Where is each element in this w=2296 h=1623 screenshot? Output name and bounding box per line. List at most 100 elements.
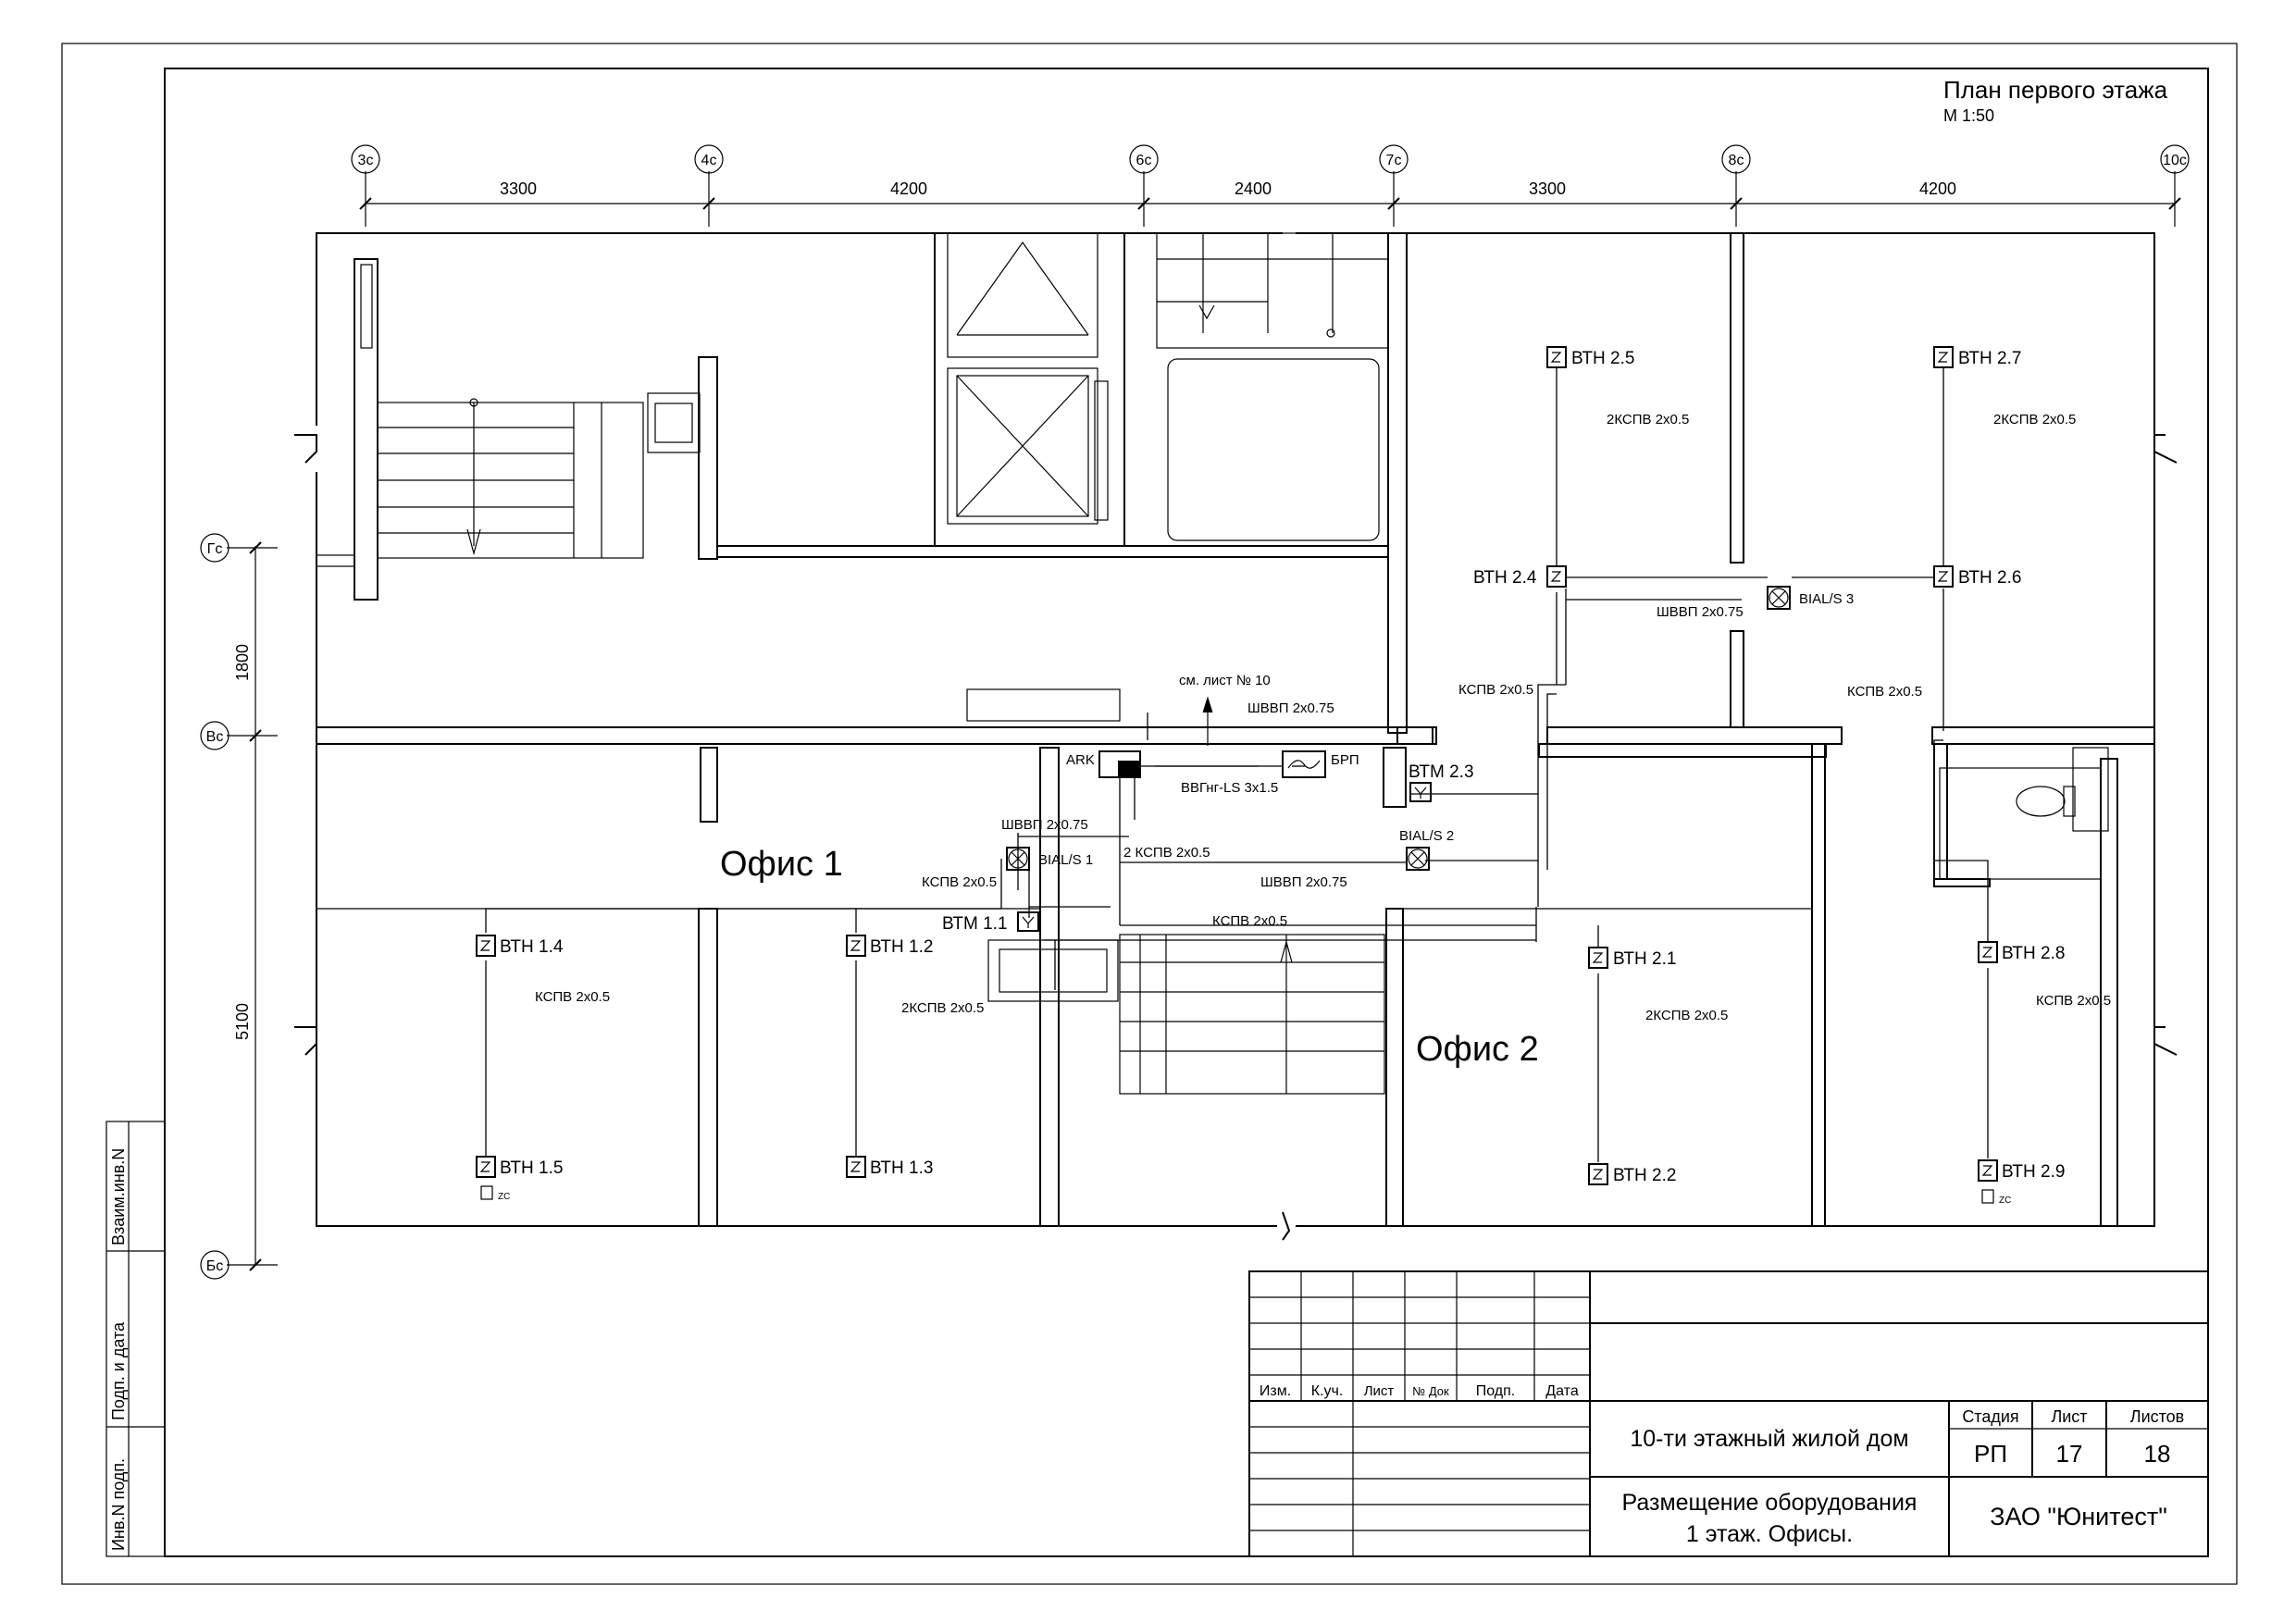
device-label: ВТН 2.1 [1613, 949, 1676, 969]
dimension-label: 4200 [890, 180, 927, 198]
device-label: ВТН 2.4 [1473, 568, 1537, 588]
cable-routes [485, 368, 1989, 1162]
cable-label: 2КСПВ 2х0.5 [1607, 412, 1689, 427]
axis-label: Гс [207, 541, 223, 557]
stamp-header: Изм. [1260, 1383, 1291, 1399]
stamp-header: Подп. [1476, 1383, 1516, 1399]
bial-icon [1006, 847, 1030, 871]
cable-label: КСПВ 2х0.5 [2036, 993, 2111, 1009]
cable-label: ШВВП 2х0.75 [1001, 817, 1088, 833]
device-label: ВТН 1.2 [870, 937, 933, 957]
inner-frame [164, 68, 2209, 1557]
cable-labels: 2КСПВ 2х0.5 2КСПВ 2х0.5 ШВВП 2х0.75 КСПВ… [535, 412, 2111, 1023]
vtn-detector [1546, 565, 1567, 588]
cable-label: ШВВП 2х0.75 [1657, 604, 1744, 620]
device-label: ВТН 2.8 [2002, 944, 2065, 963]
vtn-detector [1546, 346, 1567, 368]
stamp-company: ЗАО "Юнитест" [1990, 1503, 2167, 1530]
stamp-header: К.уч. [1311, 1383, 1344, 1399]
stamp-stage-label: Стадия [1962, 1407, 2018, 1426]
cable-label: КСПВ 2х0.5 [1212, 913, 1287, 929]
device-label: ВТН 2.9 [2002, 1162, 2065, 1182]
vtn-detector [846, 935, 866, 957]
building-walls [294, 232, 2178, 1241]
axis-label: 6с [1136, 153, 1152, 168]
bial-icon [1767, 586, 1791, 610]
stamp-project: 10-ти этажный жилой дом [1630, 1426, 1908, 1452]
device-label: БРП [1331, 752, 1359, 768]
cable-label: см. лист № 10 [1179, 673, 1271, 688]
cable-label: КСПВ 2х0.5 [1458, 682, 1533, 698]
side-stamp-label: Взаим.инв.N [109, 1148, 128, 1245]
left-axis-markers: Гс Вс Бс 1800 5100 [200, 533, 278, 1280]
vtn-detector [1933, 346, 1954, 368]
dimension-label: 3300 [1529, 180, 1566, 198]
zc-icon [480, 1185, 493, 1200]
stamp-stage: РП [1974, 1440, 2007, 1468]
vtn-detector [1588, 947, 1608, 969]
room-label-office-1: Офис 1 [720, 845, 843, 884]
brp-icon [1282, 750, 1326, 778]
stamp-header: Дата [1545, 1383, 1579, 1399]
cable-label: ВВГнг-LS 3х1.5 [1181, 780, 1278, 796]
stamp-sheet-label: Лист [2051, 1407, 2087, 1426]
device-label: ВТН 1.3 [870, 1158, 933, 1178]
cable-label: ШВВП 2х0.75 [1260, 874, 1347, 890]
axis-label: Вс [206, 729, 224, 745]
cable-label: КСПВ 2х0.5 [535, 989, 610, 1005]
stairs-and-lifts [377, 232, 2109, 1095]
title-block: Изм. К.уч. Лист № Док Подп. Дата 10-ти э… [1248, 1270, 2209, 1557]
vtn-detector [476, 935, 496, 957]
device-label: BIAL/S 2 [1399, 828, 1454, 844]
dimension-label: 4200 [1919, 180, 1956, 198]
plan-scale: М 1:50 [1943, 106, 1994, 125]
device-label: ВТМ 2.3 [1409, 762, 1474, 782]
plan-title: План первого этажа [1943, 76, 2168, 104]
bial-icon [1406, 847, 1430, 871]
side-stamp-label: Подп. и дата [109, 1321, 128, 1420]
side-stamp-label: Инв.N подп. [109, 1458, 128, 1551]
device-label: ZC [1999, 1196, 2011, 1206]
device-label: ВТН 2.6 [1958, 568, 2021, 588]
cable-label: КСПВ 2х0.5 [1847, 684, 1922, 700]
top-axis-markers: 3с 4с 6с 7с 8с 10с 3300 4200 2400 3300 4… [351, 144, 2190, 227]
axis-label: 7с [1386, 153, 1402, 168]
device-label: ВТМ 1.1 [942, 914, 1008, 934]
cable-label: ШВВП 2х0.75 [1247, 700, 1334, 716]
vtm-icon [1017, 911, 1039, 932]
vtn-detector [1588, 1163, 1608, 1185]
cable-label: КСПВ 2х0.5 [922, 874, 997, 890]
stamp-sheet: 17 [2056, 1440, 2083, 1468]
stamp-description: 1 этаж. Офисы. [1686, 1521, 1853, 1547]
cable-label: 2КСПВ 2х0.5 [1993, 412, 2076, 427]
cable-label: 2 КСПВ 2х0.5 [1123, 845, 1210, 861]
cable-label: 2КСПВ 2х0.5 [1645, 1008, 1728, 1023]
stamp-sheets: 18 [2144, 1440, 2171, 1468]
device-label: ARK [1066, 752, 1095, 768]
axis-label: 8с [1729, 153, 1744, 168]
device-label: ZC [498, 1192, 510, 1202]
zc-icon [1981, 1189, 1994, 1204]
ark-box-icon [1098, 750, 1141, 778]
stamp-sheets-label: Листов [2130, 1407, 2184, 1426]
stamp-description: Размещение оборудования [1622, 1490, 1917, 1516]
axis-label: 3с [358, 153, 374, 168]
side-stamp: Взаим.инв.N Подп. и дата Инв.N подп. [105, 1121, 166, 1557]
dimension-label: 2400 [1235, 180, 1272, 198]
vtm-icon [1409, 782, 1432, 802]
vtn-detector [1978, 941, 1998, 963]
device-label: BIAL/S 1 [1038, 852, 1093, 868]
vtn-detector [1978, 1159, 1998, 1182]
device-label: ВТН 1.5 [500, 1158, 563, 1178]
stamp-header: № Док [1412, 1384, 1449, 1398]
dimension-label: 3300 [500, 180, 537, 198]
outer-frame [61, 43, 2238, 1585]
device-label: ВТН 2.7 [1958, 349, 2021, 368]
axis-label: 10с [2163, 153, 2187, 168]
device-label: ВТН 1.4 [500, 937, 564, 957]
device-label: ВТН 2.2 [1613, 1166, 1676, 1185]
vtn-detector [846, 1156, 866, 1178]
axis-label: 4с [701, 153, 717, 168]
axis-label: Бс [206, 1258, 224, 1274]
